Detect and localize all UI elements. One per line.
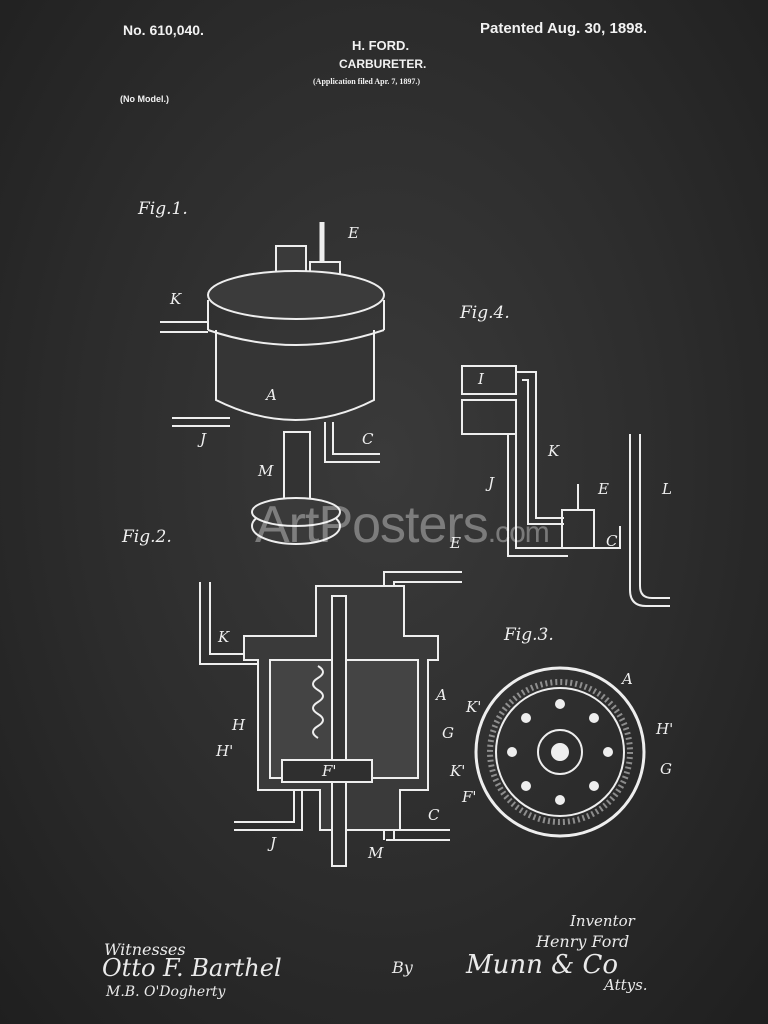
fig2-label-j: J [267,834,277,852]
fig4-label-l: L [661,480,672,498]
figure-1: Fig.1. E K A J C M [137,199,385,545]
fig2-label-k: K [217,628,230,646]
patent-date: Patented Aug. 30, 1898. [480,20,648,37]
fig4-label-j: J [485,474,495,492]
witnesses-label: Witnesses [104,940,186,959]
inventor-label: Inventor [570,912,635,930]
figure-3: Fig.3. A K' H' G F' [461,625,673,838]
fig1-label-a: A [264,386,277,404]
fig2-label-c: C [428,806,440,824]
fig3-label-a: A [620,670,633,688]
model-note: (No Model.) [120,94,169,104]
fig4-label-i: I [477,370,485,388]
watermark-suffix: .com [487,516,550,549]
fig3-label-f-prime: F' [461,788,477,806]
fig4-label-e: E [597,480,609,498]
witness-2-signature: M.B. O'Dogherty [106,984,226,1000]
fig4-label-k: K [547,442,560,460]
watermark: ArtPosters.com [255,495,550,555]
fig1-label-c: C [362,430,374,448]
by-label: By [392,958,413,977]
fig3-label-h-prime: H' [655,720,673,738]
fig2-label-m: M [367,844,384,862]
fig3-title: Fig.3. [503,625,554,645]
fig2-label-g: G [442,724,454,742]
fig1-label-m: M [257,462,274,480]
fig2-title: Fig.2. [121,527,172,547]
fig2-label-f-prime: F' [321,762,337,780]
patent-number: No. 610,040. [123,22,204,38]
fig2-label-h: H [231,716,246,734]
fig4-label-c: C [606,532,618,550]
fig1-label-e: E [347,224,359,242]
fig3-label-g: G [660,760,672,778]
inventor-signature: Henry Ford [536,932,630,951]
fig1-label-k: K [169,290,182,308]
fig3-label-k-prime: K' [465,698,481,716]
figure-2: Fig.2. K E H H' A G F' K' J C M [121,527,465,867]
patent-title: CARBURETER. [339,57,427,71]
witness-1-signature: Otto F. Barthel [102,954,282,982]
fig1-title: Fig.1. [137,199,188,219]
fig2-label-e: E [449,534,461,552]
fig2-label-k-prime: K' [449,762,465,780]
fig1-label-j: J [197,430,207,448]
fig2-label-h-prime: H' [215,742,233,760]
fig4-title: Fig.4. [459,303,510,323]
inventor-name: H. FORD. [352,38,410,53]
figure-4: Fig.4. I K J E L C [459,303,672,607]
fig2-label-a: A [434,686,447,704]
watermark-text: ArtPosters [255,496,489,554]
attorney-signature: Munn & Co [466,950,619,980]
application-date: (Application filed Apr. 7, 1897.) [313,77,421,86]
attys-label: Attys. [604,976,648,994]
